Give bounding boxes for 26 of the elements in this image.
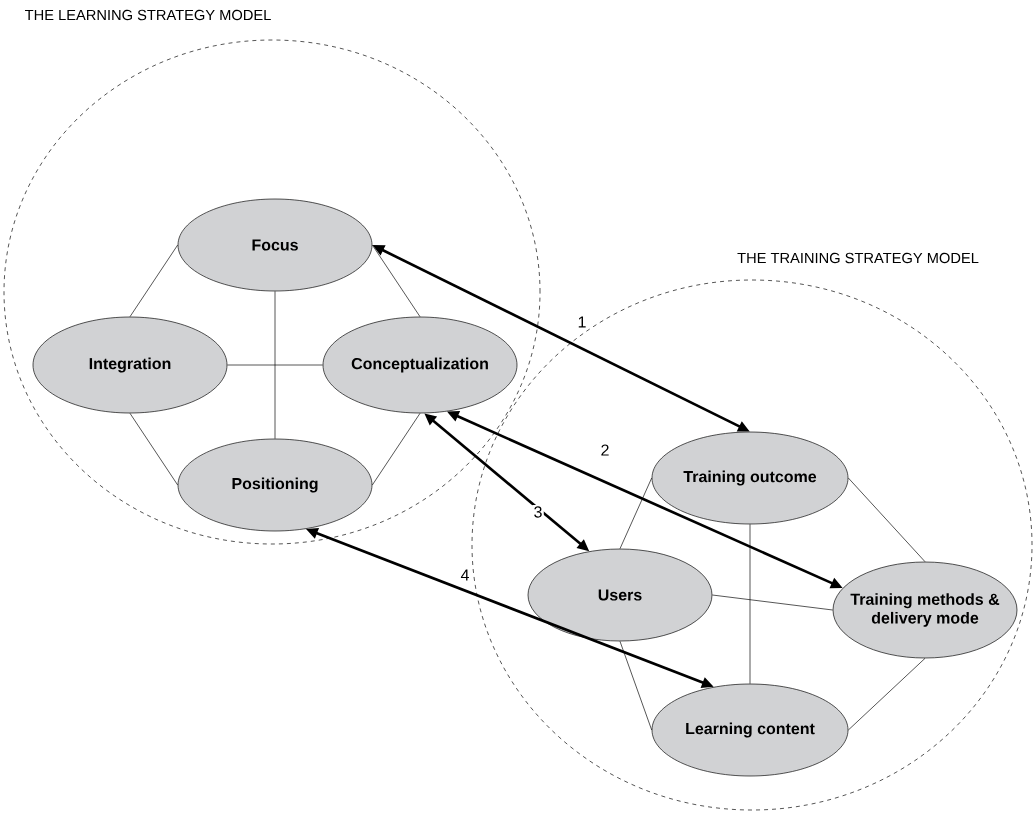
- edge-label: 3: [532, 505, 544, 519]
- connector: [619, 477, 652, 549]
- ellipse-node: Conceptualization: [322, 316, 518, 414]
- connector: [227, 364, 323, 366]
- connector: [129, 244, 178, 317]
- connector: [372, 244, 421, 317]
- ellipse-node: Learning content: [651, 683, 849, 777]
- connector: [619, 641, 652, 731]
- model-title: THE LEARNING STRATEGY MODEL: [25, 9, 271, 21]
- ellipse-node: Focus: [177, 198, 373, 292]
- connector: [848, 658, 926, 731]
- ellipse-node: Integration: [32, 316, 228, 414]
- ellipse-node: Positioning: [177, 438, 373, 532]
- connector: [712, 594, 833, 611]
- edge-label: 4: [459, 568, 471, 582]
- connector: [848, 477, 926, 562]
- connector: [372, 413, 421, 486]
- connector: [749, 524, 751, 684]
- ellipse-node: Users: [527, 548, 713, 642]
- edge-label: 1: [576, 315, 588, 329]
- model-title: THE TRAINING STRATEGY MODEL: [737, 252, 979, 264]
- connector: [129, 413, 178, 486]
- edge-label: 2: [599, 443, 611, 457]
- ellipse-node: Training methods & delivery mode: [832, 561, 1018, 659]
- ellipse-node: Training outcome: [651, 431, 849, 525]
- connector: [274, 291, 276, 439]
